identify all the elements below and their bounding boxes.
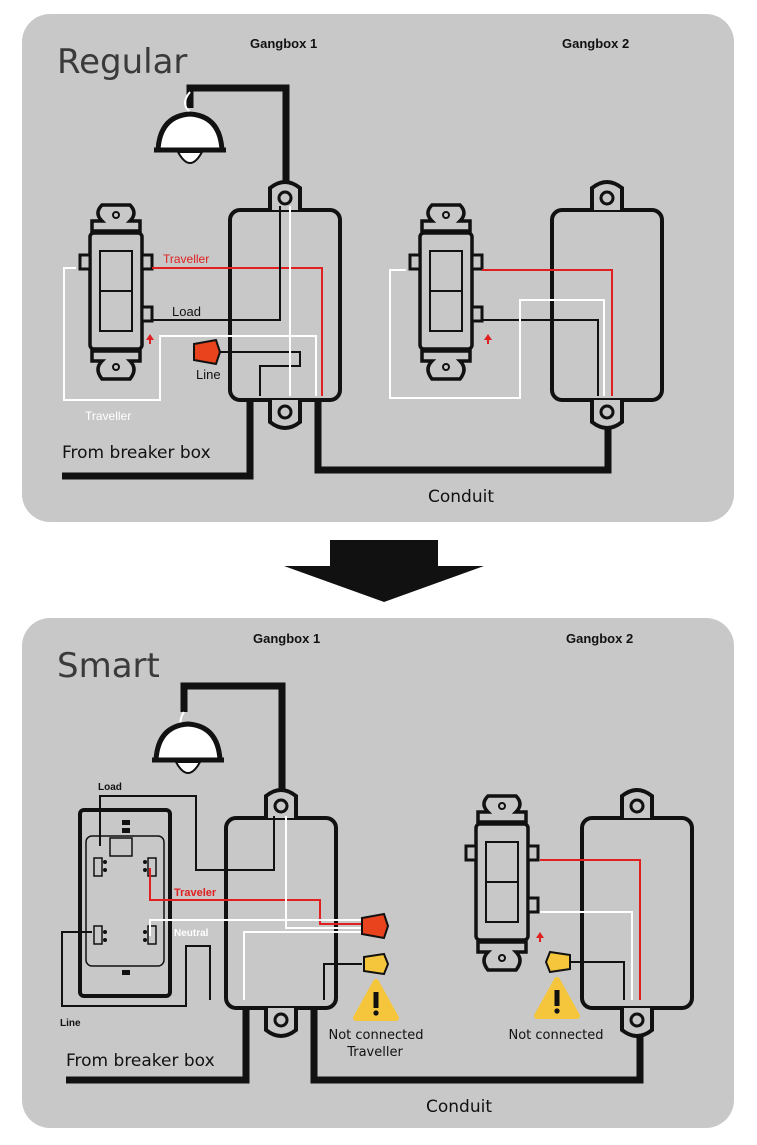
- smart-breaker-wire: [66, 1000, 250, 1084]
- smart-traveler-red-label: Traveler: [174, 887, 217, 899]
- smart-gangbox2-label: Gangbox 2: [566, 631, 633, 646]
- regular-load-wire: [152, 206, 281, 321]
- smart-traveller-label: Traveller: [346, 1045, 403, 1060]
- smart-connector-yellow-1: [363, 953, 389, 975]
- regular-traveller-red-label: Traveller: [163, 252, 209, 266]
- transition-arrow: [284, 540, 484, 602]
- regular-conduit-wire: [314, 398, 612, 474]
- regular-traveller-white-label: Traveller: [85, 409, 131, 423]
- smart-connector-yellow-2: [545, 951, 571, 973]
- smart-lamp-icon: [152, 724, 224, 773]
- smart-lamp-feed-wire: [180, 682, 286, 796]
- regular-line-label: Line: [196, 367, 221, 382]
- regular-heading: Regular: [57, 42, 187, 82]
- regular-gangbox2-label: Gangbox 2: [562, 36, 629, 51]
- smart-from-breaker-label: From breaker box: [66, 1051, 215, 1071]
- regular-section: Regular Gangbox 1 Gangbox 2 Travelle: [57, 36, 664, 507]
- regular-lamp-feed-wire: [186, 84, 290, 185]
- regular-lamp-icon: [154, 114, 226, 163]
- regular-from-breaker-label: From breaker box: [62, 443, 211, 463]
- smart-neutral-label: Neutral: [174, 928, 209, 939]
- regular-load-label: Load: [172, 304, 201, 319]
- smart-not-connected-label-2: Not connected: [509, 1028, 604, 1043]
- regular-breaker-wire: [62, 398, 254, 480]
- smart-switch: [78, 808, 172, 998]
- warning-icon: [356, 982, 396, 1018]
- smart-switch2: [464, 794, 540, 972]
- smart-line-label: Line: [60, 1018, 81, 1029]
- regular-conduit-label: Conduit: [428, 487, 494, 507]
- regular-gangbox1: [228, 180, 342, 430]
- smart-not-connected-label-1: Not connected: [329, 1028, 424, 1043]
- regular-line-connector: [193, 339, 221, 365]
- regular-traveller-red-wire: [152, 267, 323, 396]
- smart-conduit-label: Conduit: [426, 1097, 492, 1117]
- smart-neutral-wire: [149, 919, 362, 936]
- smart-load-wire: [99, 795, 275, 871]
- regular-gangbox1-label: Gangbox 1: [250, 36, 317, 51]
- regular-gangbox2: [550, 180, 664, 430]
- regular-switch1: [78, 203, 154, 381]
- regular-traveller-white-wire: [63, 267, 317, 401]
- smart-connector-red: [361, 913, 389, 939]
- smart-section: Smart Gangbox 1 Gangbox 2: [57, 631, 694, 1117]
- smart-traveler-red-wire: [149, 868, 362, 925]
- smart-conduit-wire: [310, 1000, 644, 1084]
- regular-switch2: [408, 203, 484, 381]
- warning-icon: [537, 980, 577, 1016]
- smart-heading: Smart: [57, 646, 160, 686]
- smart-line-wire: [61, 931, 211, 1007]
- smart-load-label: Load: [98, 782, 122, 793]
- smart-gangbox1-label: Gangbox 1: [253, 631, 320, 646]
